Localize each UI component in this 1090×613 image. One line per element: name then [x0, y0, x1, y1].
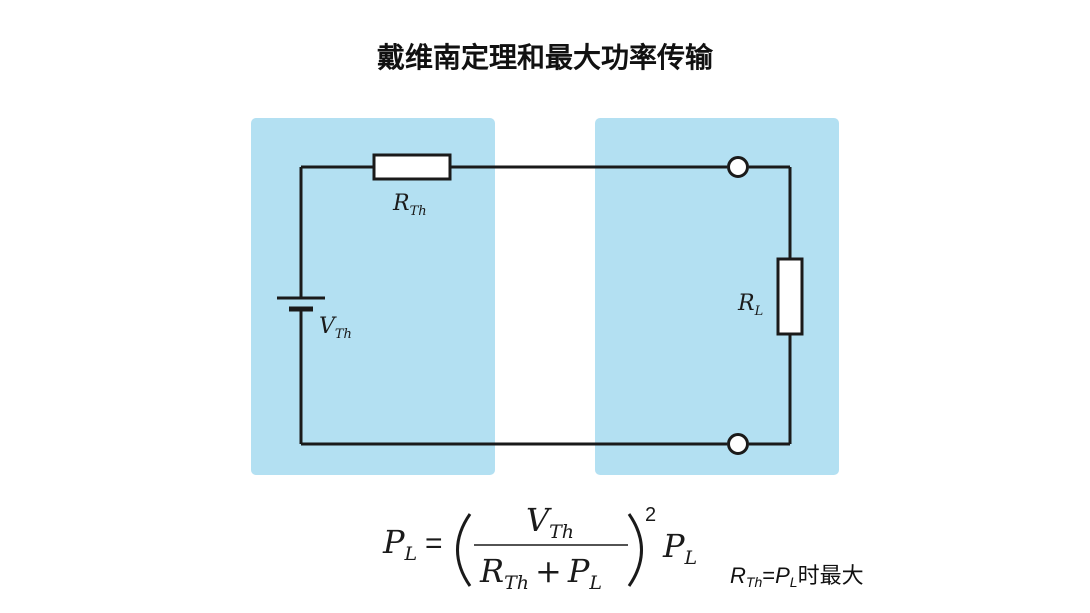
max-power-condition-note: RTh=PL时最大: [730, 558, 864, 590]
power-formula: PL = VTh RTh+PL 2 PL: [382, 501, 697, 594]
formula-lhs: PL: [382, 523, 417, 565]
load-resistor: [776, 257, 804, 336]
formula-tail: PL: [662, 527, 697, 569]
formula-exponent: 2: [645, 504, 656, 526]
source-voltage-subscript: Th: [335, 327, 352, 342]
formula-numerator: VTh: [526, 501, 574, 543]
formula-denominator: RTh+PL: [479, 552, 602, 594]
note-p-subscript: L: [789, 574, 798, 590]
load-panel: [595, 118, 839, 475]
load-resistor-subscript: L: [754, 304, 764, 319]
page-title: 戴维南定理和最大功率传输: [376, 41, 713, 74]
note-p-symbol: P: [775, 563, 790, 588]
formula-left-paren: [456, 513, 472, 587]
source-voltage-symbol: V: [319, 314, 337, 339]
formula-equals: =: [425, 527, 443, 560]
load-resistor-label: RL: [737, 291, 763, 319]
battery-icon: [277, 296, 325, 312]
source-resistor: [372, 153, 452, 181]
output-terminal-bottom: [727, 433, 749, 455]
formula-right-paren: [627, 513, 643, 587]
note-r-subscript: Th: [745, 574, 763, 590]
source-voltage-label: VTh: [319, 314, 352, 342]
source-resistor-subscript: Th: [410, 204, 427, 219]
note-r-symbol: R: [730, 563, 746, 588]
source-resistor-symbol: R: [392, 191, 410, 216]
source-resistor-label: RTh: [392, 191, 427, 219]
circuit-wires: [299, 165, 792, 446]
note-equals: =: [762, 563, 776, 588]
output-terminal-top: [727, 156, 749, 178]
note-suffix: 时最大: [797, 563, 864, 588]
load-resistor-symbol: R: [737, 291, 755, 316]
thevenin-source-panel: [251, 118, 495, 475]
